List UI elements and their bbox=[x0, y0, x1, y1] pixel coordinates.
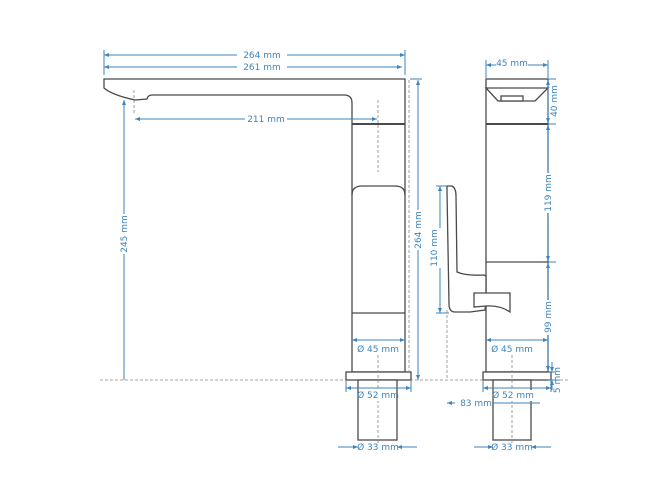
body-width-label: 45 mm bbox=[496, 59, 528, 69]
total-height-label: 264 mm bbox=[414, 211, 424, 249]
shank-diameter-label: Ø 33 mm bbox=[357, 442, 399, 453]
base-height-label: 5 mm bbox=[553, 367, 563, 393]
spout-reach-label: 211 mm bbox=[247, 115, 285, 125]
lever-height-label: 110 mm bbox=[430, 229, 440, 267]
side-body-diameter-label: Ø 45 mm bbox=[491, 344, 533, 355]
body-diameter-label: Ø 45 mm bbox=[357, 344, 399, 355]
side-shank-diameter-label: Ø 33 mm bbox=[491, 442, 533, 453]
lever-offset-label: 83 mm bbox=[460, 399, 492, 409]
front-dimensions: 264 mm 261 mm 211 mm 245 mm 264 mm Ø 45 … bbox=[103, 49, 424, 453]
head-height-label: 40 mm bbox=[550, 85, 560, 117]
side-base-diameter-label: Ø 52 mm bbox=[492, 390, 534, 401]
side-dimensions: 45 mm 40 mm 119 mm 99 mm 5 mm 110 mm Ø 4… bbox=[430, 58, 563, 453]
front-view-faucet bbox=[103, 78, 412, 445]
lower-height-label: 99 mm bbox=[544, 301, 554, 333]
overall-width-label: 264 mm bbox=[243, 51, 281, 61]
upper-height-label: 119 mm bbox=[544, 174, 554, 212]
spout-width-label: 261 mm bbox=[243, 63, 281, 73]
base-diameter-label: Ø 52 mm bbox=[357, 390, 399, 401]
spout-height-label: 245 mm bbox=[120, 215, 130, 253]
side-view-faucet bbox=[446, 78, 552, 445]
